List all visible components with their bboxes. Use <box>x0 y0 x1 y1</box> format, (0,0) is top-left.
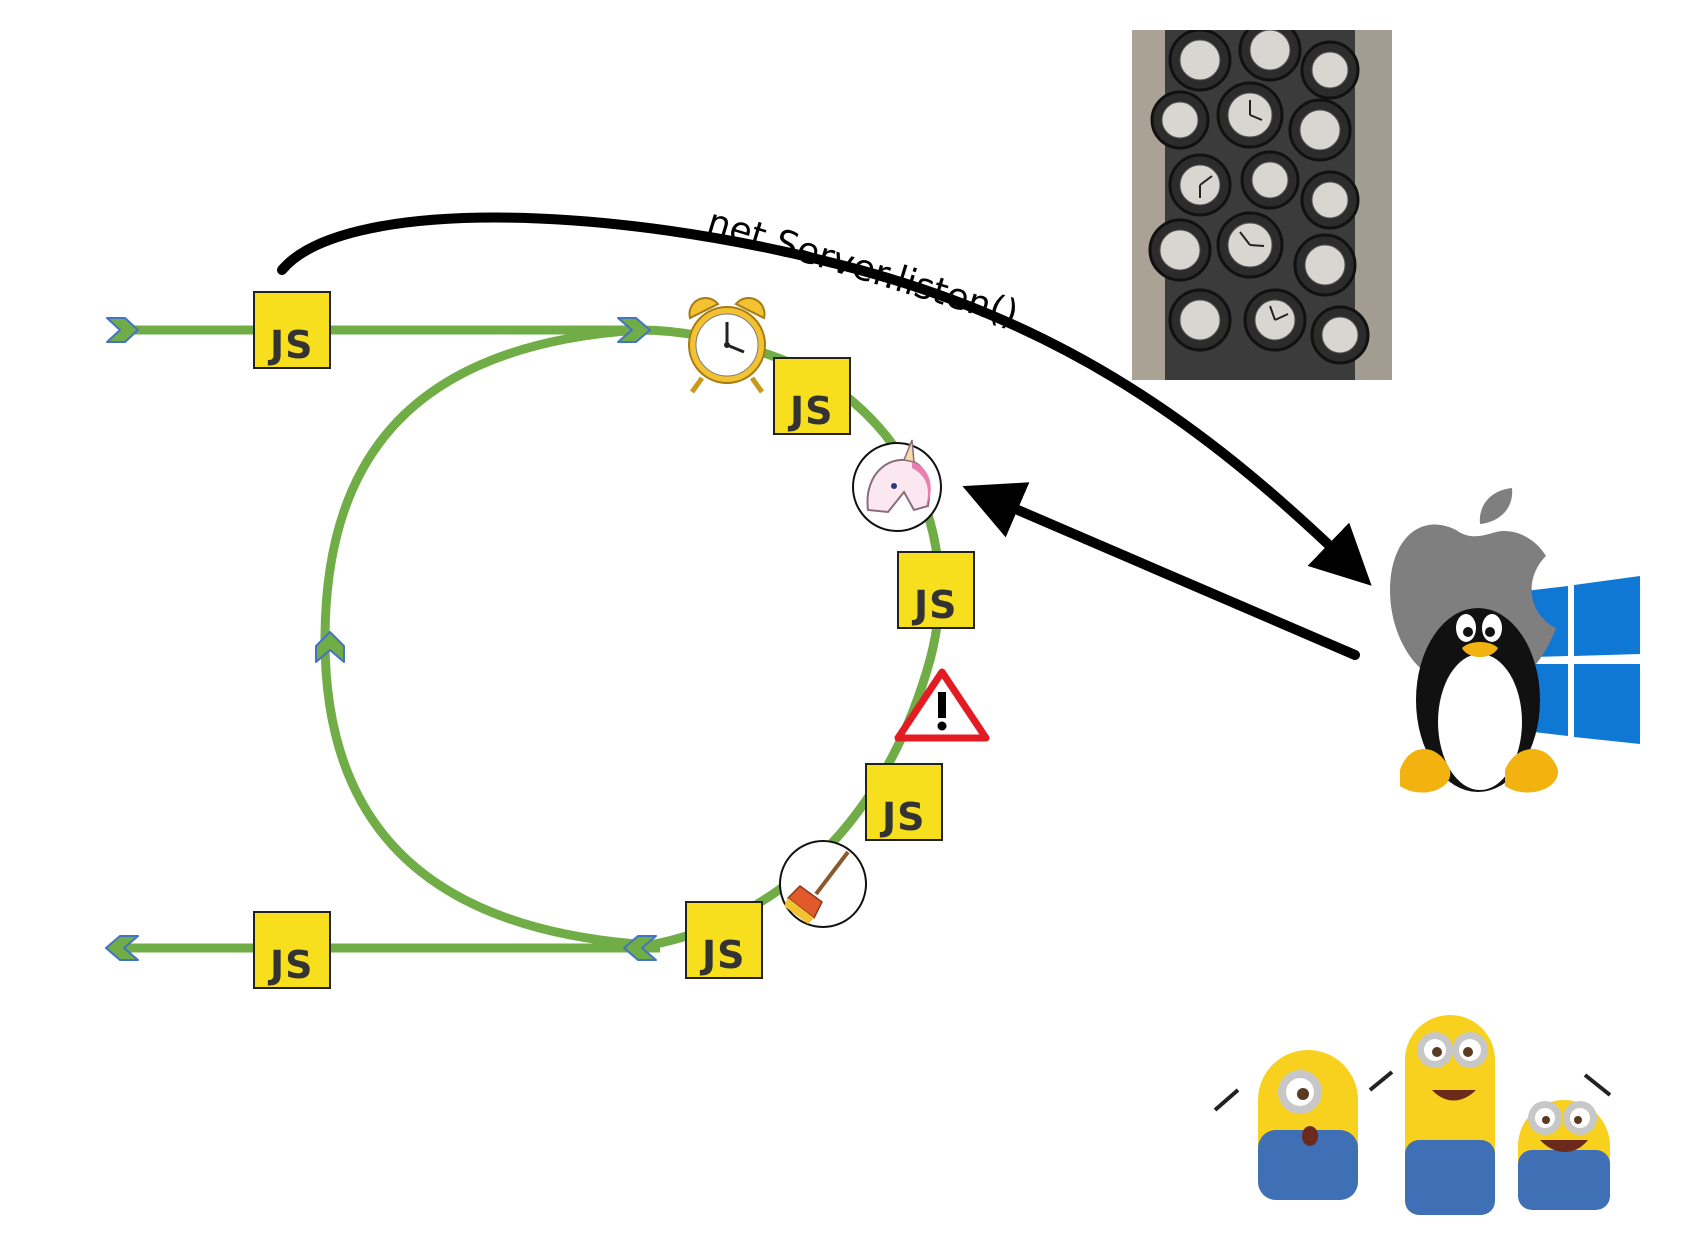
minions-illustration <box>1213 1015 1612 1215</box>
svg-text:JS: JS <box>787 389 834 433</box>
alarm-clock-icon <box>688 297 766 394</box>
os-callback-arrow <box>962 482 1360 660</box>
svg-text:JS: JS <box>699 933 746 977</box>
svg-text:JS: JS <box>267 943 314 987</box>
svg-text:JS: JS <box>879 795 926 839</box>
input-chevron-right <box>617 317 651 343</box>
loop-chevron-bottom <box>623 935 657 961</box>
js-box-timers: JS <box>773 357 851 435</box>
svg-text:JS: JS <box>267 323 314 367</box>
clock-sculpture-photo <box>1132 30 1392 380</box>
js-box-input: JS <box>253 291 331 369</box>
js-box-output: JS <box>253 911 331 989</box>
warning-icon <box>894 668 990 742</box>
js-box-poll: JS <box>897 551 975 629</box>
js-box-close: JS <box>685 901 763 979</box>
svg-text:JS: JS <box>911 583 958 627</box>
loop-chevron-up <box>315 631 345 663</box>
linux-penguin-icon <box>1400 608 1559 793</box>
js-box-check: JS <box>865 763 943 841</box>
unicorn-icon <box>852 439 942 532</box>
listen-call-arrow <box>277 212 1372 586</box>
input-chevron-left <box>106 317 139 343</box>
broom-icon <box>779 840 867 928</box>
output-chevron-left <box>105 935 139 961</box>
